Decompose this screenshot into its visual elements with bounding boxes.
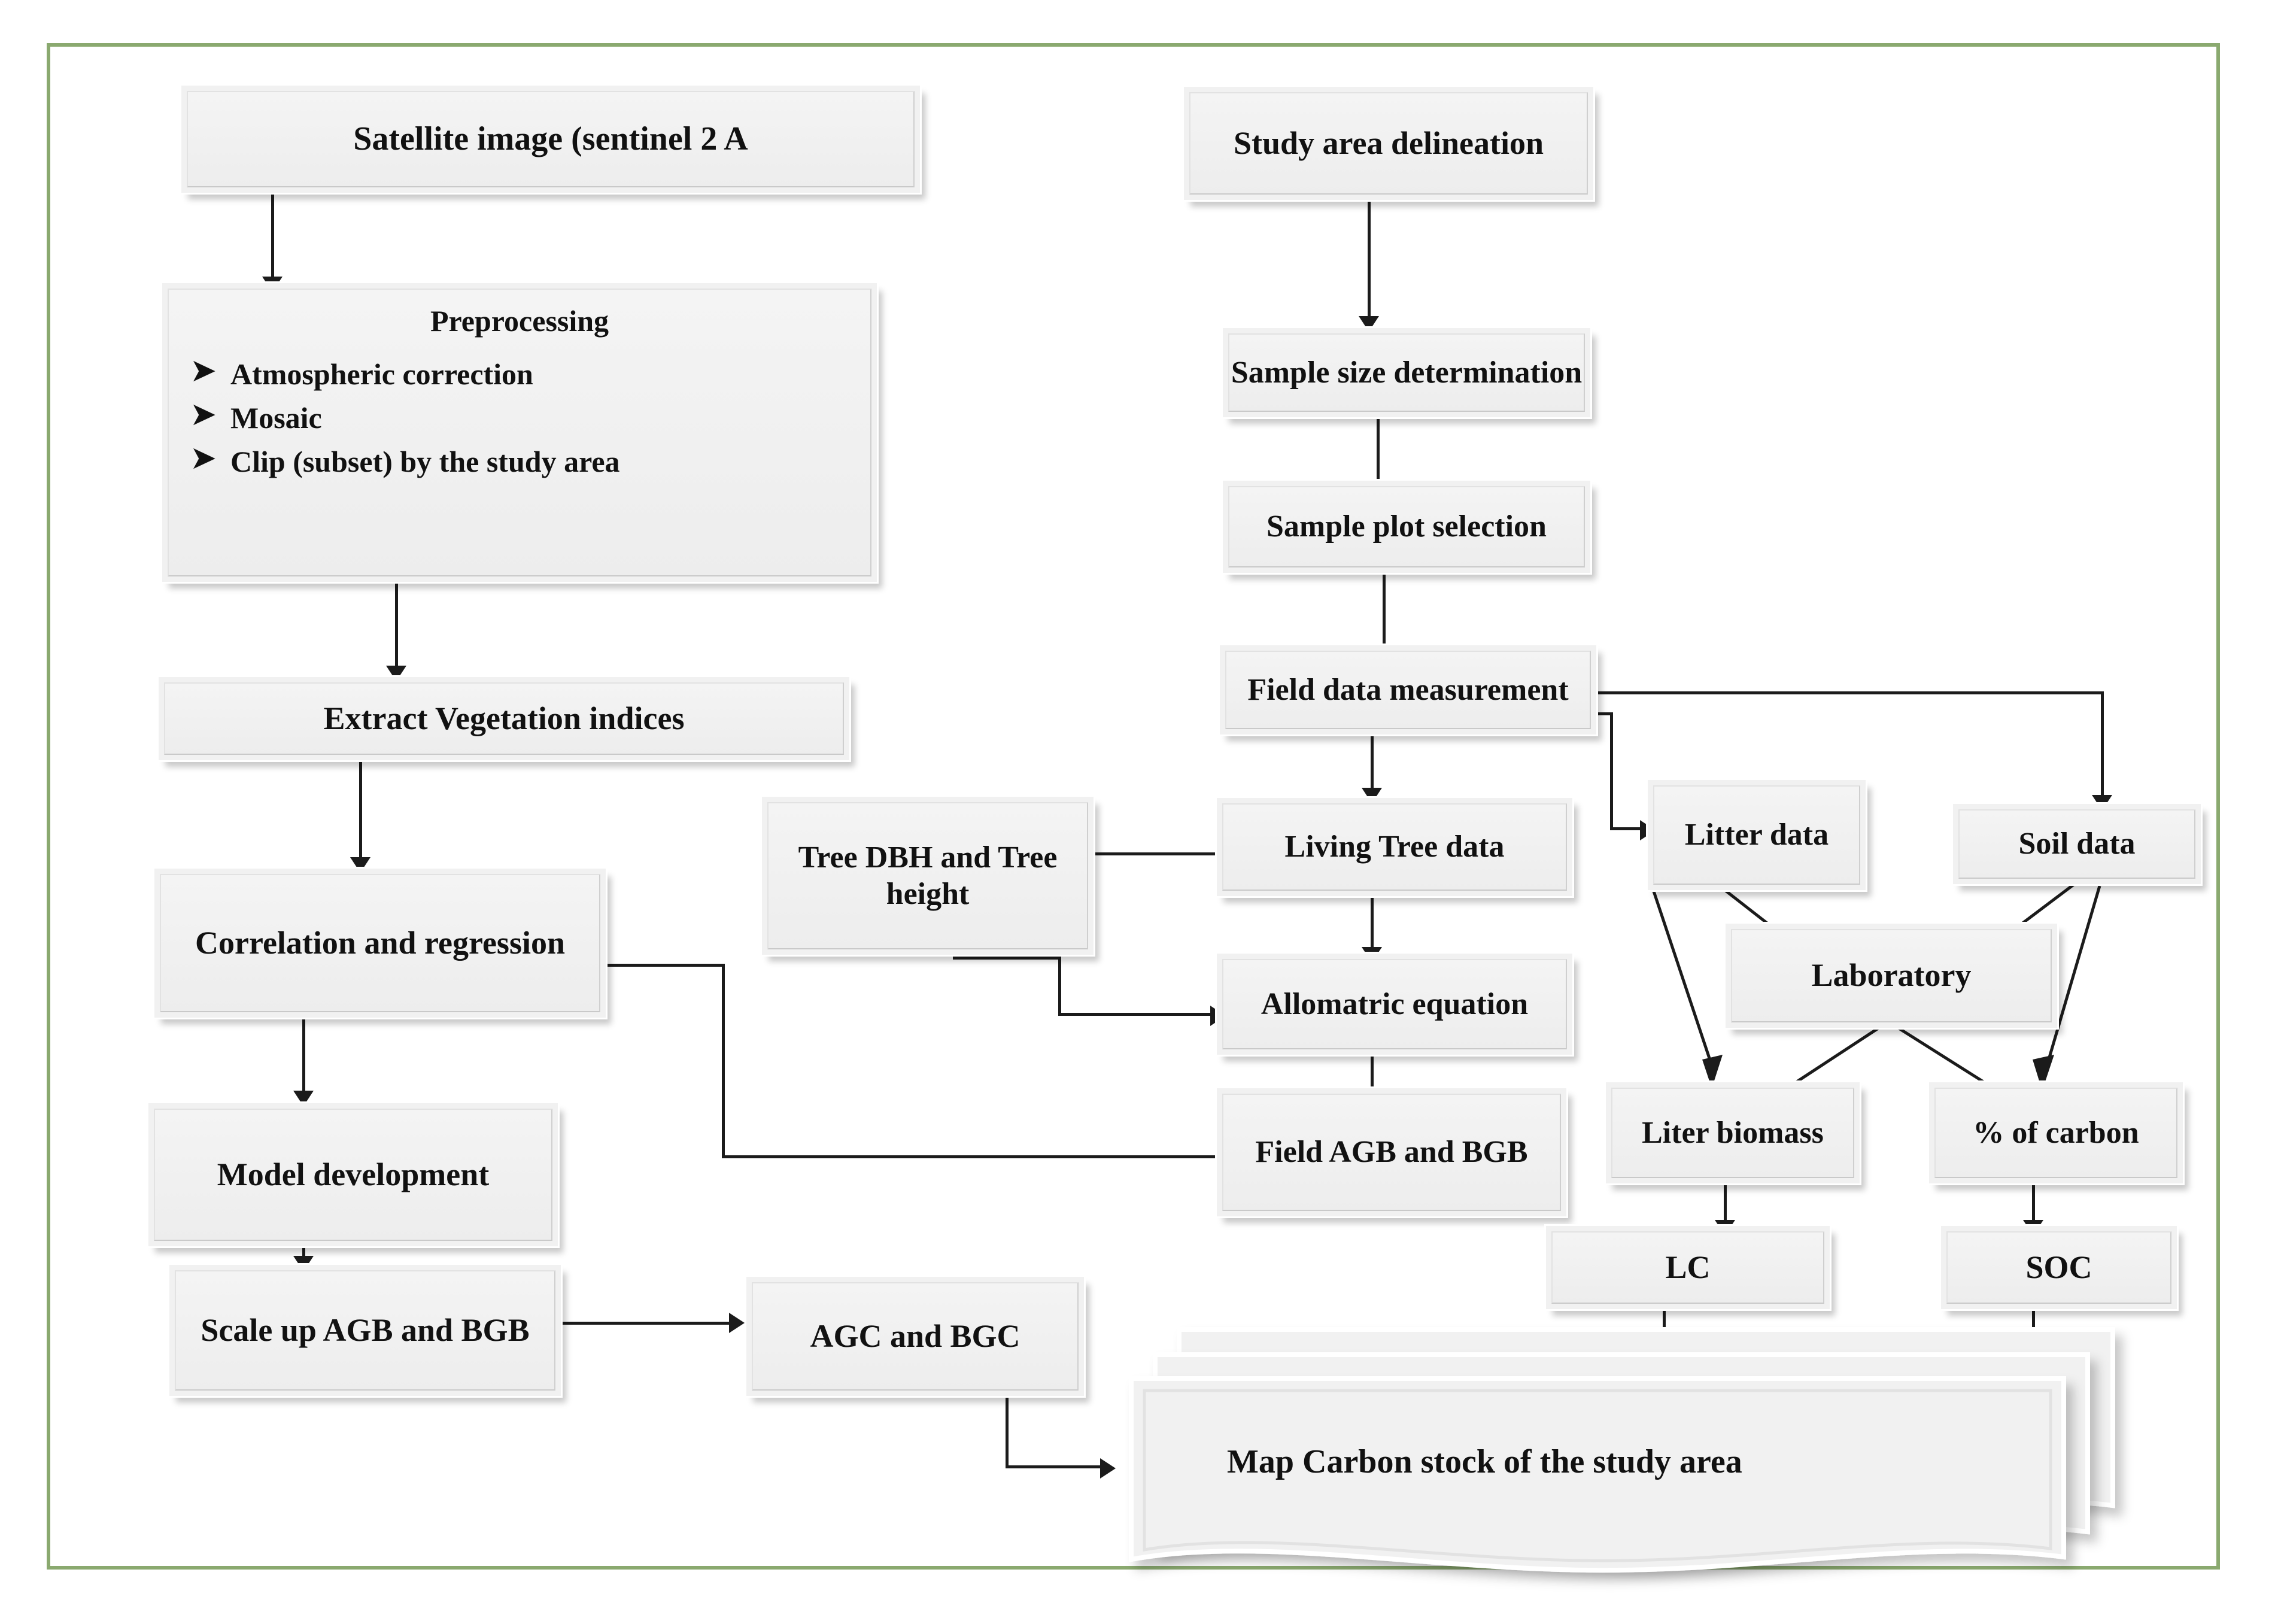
node-soc-label: SOC (2025, 1249, 2092, 1285)
arrowhead-map-carbon-from-agc (1100, 1458, 1116, 1479)
connector-sampleplot-to-fielddata (1383, 572, 1386, 655)
connector-percentcarbon-to-soc (2032, 1180, 2035, 1225)
node-sample-plot-selection[interactable]: Sample plot selection (1221, 479, 1592, 575)
node-map-carbon-stock-label: Map Carbon stock of the study area (1227, 1443, 1742, 1480)
node-tree-dbh-and-tree-height[interactable]: Tree DBH and Tree height (760, 795, 1095, 957)
node-living-tree-data[interactable]: Living Tree data (1215, 796, 1574, 898)
node-percent-of-carbon-label: % of carbon (1973, 1115, 2139, 1150)
arrowhead-agc-bgc (729, 1313, 745, 1333)
connector-fielddata-to-litter-seg2 (1610, 712, 1613, 829)
node-soil-data[interactable]: Soil data (1951, 802, 2203, 886)
node-sample-size-determination-label: Sample size determination (1231, 355, 1583, 390)
connector-livingtree-to-treedbh (1018, 852, 1215, 855)
preprocessing-item-3-line1: Clip (subset) by the (230, 445, 479, 478)
node-study-area-delineation[interactable]: Study area delineation (1182, 85, 1595, 202)
connector-agc-down-seg3 (1006, 1465, 1107, 1468)
node-scale-up-agb-bgb-label: Scale up AGB and BGB (201, 1312, 530, 1348)
connector-livingtree-to-allomatric (1371, 897, 1374, 954)
connector-studyarea-to-samplesize (1368, 199, 1371, 321)
connector-preprocessing-to-extract (395, 581, 398, 673)
preprocessing-item-1-label: Atmospheric correction (230, 357, 533, 391)
connector-fielddata-to-soil-seg2 (2101, 691, 2104, 799)
node-field-agb-and-bgb-label: Field AGB and BGB (1255, 1135, 1528, 1170)
connector-litter-to-literbiomass (1650, 885, 1723, 1088)
node-extract-vegetation-indices[interactable]: Extract Vegetation indices (157, 675, 851, 762)
node-liter-biomass[interactable]: Liter biomass (1604, 1080, 1861, 1185)
connector-fieldagb-to-correlation-seg3 (605, 964, 724, 967)
preprocessing-item-3-line2: study area (486, 445, 620, 478)
node-sample-size-determination[interactable]: Sample size determination (1221, 326, 1592, 419)
node-percent-of-carbon[interactable]: % of carbon (1927, 1080, 2185, 1185)
node-lc[interactable]: LC (1544, 1224, 1832, 1311)
node-laboratory-label: Laboratory (1811, 957, 1972, 994)
node-soc[interactable]: SOC (1939, 1224, 2179, 1311)
node-scale-up-agb-bgb[interactable]: Scale up AGB and BGB (168, 1263, 563, 1398)
node-tree-dbh-and-tree-height-label: Tree DBH and Tree height (798, 840, 1058, 911)
node-extract-vegetation-indices-label: Extract Vegetation indices (323, 700, 685, 736)
connector-fielddata-to-soil-seg1 (1562, 691, 2104, 694)
node-correlation-and-regression[interactable]: Correlation and regression (153, 867, 608, 1019)
node-living-tree-data-label: Living Tree data (1284, 830, 1505, 864)
node-litter-data-label: Litter data (1684, 818, 1829, 852)
connector-fielddata-to-livingtree (1371, 731, 1374, 794)
preprocessing-item-2-label: Mosaic (230, 401, 322, 435)
node-model-development[interactable]: Model development (147, 1101, 560, 1248)
preprocessing-item-list: ➤ Atmospheric correction ➤ Mosaic ➤ Clip… (162, 351, 877, 479)
node-field-agb-and-bgb[interactable]: Field AGB and BGB (1215, 1086, 1568, 1218)
node-allomatric-equation-label: Allomatric equation (1261, 986, 1529, 1021)
node-preprocessing-title: Preprocessing (430, 304, 609, 338)
node-field-data-measurement[interactable]: Field data measurement (1218, 643, 1598, 736)
connector-literbiomass-to-lc (1724, 1180, 1727, 1225)
node-field-data-measurement-label: Field data measurement (1247, 672, 1569, 707)
node-preprocessing[interactable]: Preprocessing ➤ Atmospheric correction ➤… (160, 281, 879, 584)
preprocessing-item-1: ➤ Atmospheric correction (186, 351, 855, 392)
connector-agc-down-seg2 (1006, 1362, 1009, 1467)
arrow-bullet-icon: ➤ (190, 351, 217, 389)
preprocessing-item-3: ➤ Clip (subset) by the study area (186, 439, 855, 479)
preprocessing-item-2: ➤ Mosaic (186, 395, 855, 436)
arrow-bullet-icon: ➤ (190, 439, 217, 476)
node-satellite-image-label: Satellite image (sentinel 2 A (353, 120, 748, 158)
map-carbon-stock-shape (1129, 1327, 2115, 1573)
node-litter-data[interactable]: Litter data (1646, 778, 1867, 892)
node-model-development-label: Model development (217, 1156, 490, 1192)
node-soil-data-label: Soil data (2018, 827, 2136, 861)
node-agc-and-bgc[interactable]: AGC and BGC (745, 1275, 1086, 1398)
connector-satellite-to-preprocessing (271, 192, 274, 281)
node-agc-and-bgc-label: AGC and BGC (810, 1318, 1020, 1354)
connector-soil-to-percentcarbon (2033, 885, 2101, 1091)
node-laboratory[interactable]: Laboratory (1724, 922, 2059, 1030)
arrow-bullet-icon: ➤ (190, 395, 217, 433)
connector-fielddata-to-litter-seg3 (1610, 827, 1646, 830)
connector-samplesize-to-sampleplot (1377, 413, 1380, 500)
node-sample-plot-selection-label: Sample plot selection (1266, 509, 1547, 544)
node-study-area-delineation-label: Study area delineation (1233, 125, 1544, 161)
node-lc-label: LC (1665, 1249, 1711, 1285)
node-map-carbon-stock[interactable]: Map Carbon stock of the study area (1107, 1326, 2185, 1577)
connector-scaleup-to-agc (563, 1322, 736, 1325)
node-satellite-image[interactable]: Satellite image (sentinel 2 A (180, 84, 922, 195)
node-correlation-and-regression-label: Correlation and regression (195, 924, 565, 961)
connector-treedbh-to-allomatric-seg1 (953, 957, 1061, 960)
node-allomatric-equation[interactable]: Allomatric equation (1215, 952, 1574, 1057)
node-liter-biomass-label: Liter biomass (1642, 1115, 1824, 1150)
connector-correlation-to-model (302, 1018, 305, 1098)
connector-extract-to-correlation (359, 760, 362, 865)
connector-fieldagb-to-correlation-seg1 (722, 1155, 1219, 1158)
connector-fieldagb-to-correlation-seg2 (722, 964, 725, 1158)
connector-treedbh-to-allomatric-seg2 (1058, 957, 1061, 1015)
connector-treedbh-to-allomatric-seg3 (1058, 1013, 1217, 1016)
